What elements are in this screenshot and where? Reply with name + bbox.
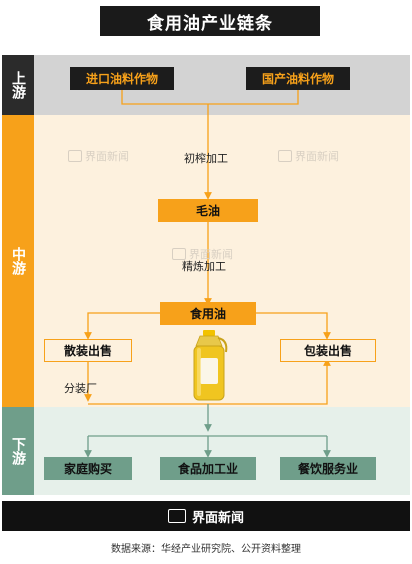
- food-processing-box: 食品加工业: [160, 457, 256, 480]
- footer-brand-bar: 界面新闻: [2, 501, 410, 531]
- data-source-note: 数据来源：华经产业研究院、公开资料整理: [111, 544, 301, 555]
- repackager-label: 分装厂: [64, 382, 97, 395]
- arrow-to-packaged-sale: [256, 312, 331, 340]
- page-title: 食用油产业链条: [100, 6, 320, 36]
- step-initial-press-label: 初榨加工: [184, 152, 228, 165]
- edible-oil-box: 食用油: [160, 302, 256, 325]
- jiemian-logo-icon: [172, 248, 186, 260]
- crude-oil-box: 毛油: [158, 199, 258, 222]
- upstream-join-line: [121, 90, 299, 105]
- domestic-crops-box: 国产油料作物: [246, 67, 350, 90]
- arrow-to-bulk-sale: [84, 312, 160, 340]
- catering-service-box: 餐饮服务业: [280, 457, 376, 480]
- step-refining-label: 精炼加工: [182, 260, 226, 273]
- tier-downstream-label: 下游: [2, 407, 34, 495]
- jiemian-logo-icon: [167, 509, 186, 523]
- tier-upstream-label: 上游: [2, 55, 34, 115]
- imported-crops-box: 进口油料作物: [70, 67, 174, 90]
- watermark: 界面新闻: [68, 148, 129, 164]
- household-purchase-box: 家庭购买: [44, 457, 132, 480]
- jiemian-logo-icon: [278, 150, 292, 162]
- jiemian-logo-icon: [68, 150, 82, 162]
- repackager-to-packaged-line: [88, 358, 331, 405]
- packaged-sale-box: 包装出售: [280, 339, 376, 362]
- watermark: 界面新闻: [172, 246, 233, 262]
- tier-midstream-label: 中游: [2, 115, 34, 407]
- footer-brand-text: 界面新闻: [191, 510, 244, 526]
- bulk-sale-box: 散装出售: [44, 339, 132, 362]
- oil-bottle-icon: [193, 330, 228, 401]
- watermark: 界面新闻: [278, 148, 339, 164]
